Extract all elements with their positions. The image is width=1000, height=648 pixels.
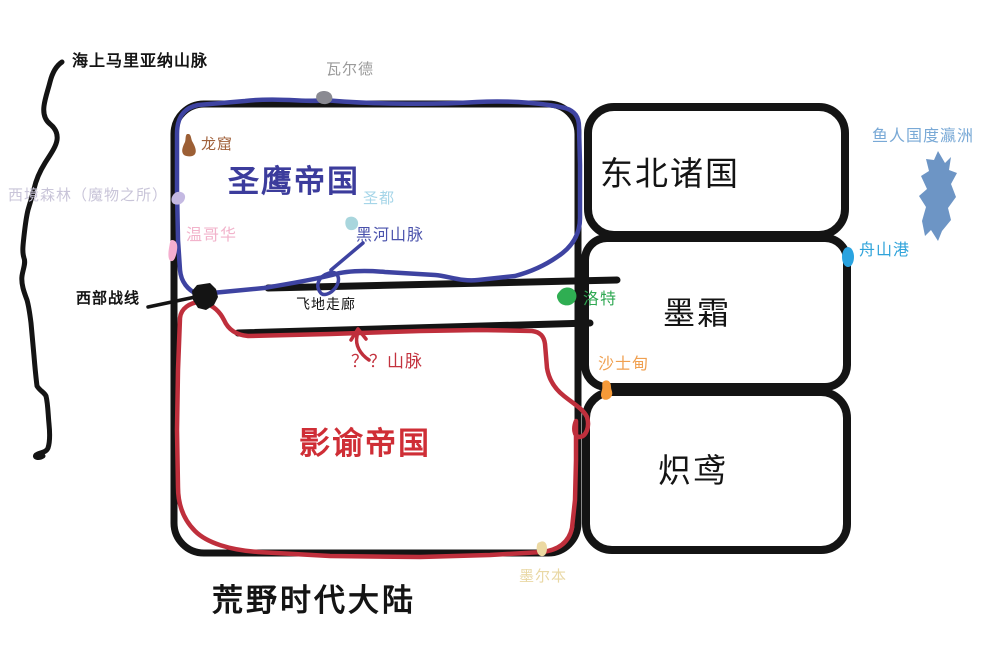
label-western-front: 西部战线 [76, 290, 141, 307]
label-shadow-empire: 影谕帝国 [299, 426, 431, 461]
valde-marker [316, 91, 333, 105]
western-front-knot [192, 283, 218, 310]
zhoushan-port-marker [842, 247, 854, 267]
label-black-river-mountains: 黑河山脉 [356, 227, 425, 244]
label-sea-mariana-mountains: 海上马里亚纳山脉 [72, 53, 209, 70]
dragon-lair-marker [182, 134, 196, 157]
red-empire-outline [174, 299, 591, 560]
vancouver-marker [168, 240, 178, 262]
luote-marker [556, 287, 577, 306]
label-enclave-corridor: 飞地走廊 [296, 296, 356, 312]
label-northeast-states: 东北诸国 [600, 155, 740, 192]
unknown-mountains-arrow [349, 327, 371, 362]
shashidian-marker [601, 380, 613, 400]
chiyuan-border [582, 388, 851, 554]
label-holy-eagle-empire: 圣鹰帝国 [228, 164, 360, 199]
label-moshuang: 墨霜 [663, 295, 732, 331]
sea-mariana-mountain-line [19, 59, 65, 461]
blue-empire-outline [174, 97, 583, 297]
melbourne-marker [536, 541, 547, 557]
western-front-pointer-line [146, 294, 202, 309]
label-zhoushan-port: 舟山港 [859, 242, 911, 259]
corridor-upper-line [264, 276, 621, 292]
label-melbourne: 墨尔本 [519, 568, 568, 585]
map-title: 荒野时代大陆 [212, 583, 416, 618]
label-unknown-mountains: ？？山脉 [351, 352, 423, 371]
west-forest-marker [171, 191, 186, 205]
label-fishman-kingdom: 鱼人国度瀛洲 [872, 128, 975, 145]
holy-capital-marker [345, 216, 359, 231]
corridor-lower-line [234, 319, 594, 337]
label-chiyuan: 炽鸢 [658, 452, 728, 489]
label-luote: 洛特 [583, 291, 618, 308]
label-vancouver: 温哥华 [186, 227, 238, 244]
moshuang-border [581, 234, 851, 391]
label-shashidian: 沙士甸 [598, 356, 650, 373]
label-holy-capital: 圣都 [363, 190, 396, 207]
label-valde: 瓦尔德 [326, 61, 375, 78]
label-dragon-lair: 龙窟 [201, 136, 234, 153]
yingzhou-island [919, 151, 957, 241]
black-river-pointer [316, 241, 365, 297]
label-west-forest: 西境森林（魔物之所） [8, 187, 169, 204]
